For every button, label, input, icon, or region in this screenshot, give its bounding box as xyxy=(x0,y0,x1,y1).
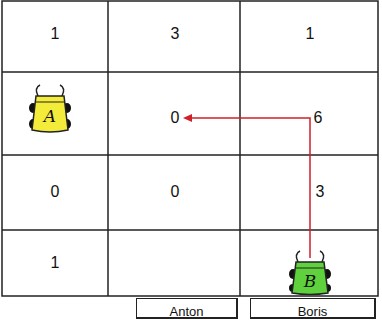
cell-number: 3 xyxy=(171,26,180,42)
grid-line xyxy=(2,229,378,231)
cell-number: 0 xyxy=(171,110,180,126)
cell-number: 0 xyxy=(171,184,180,200)
grid-line xyxy=(2,154,378,156)
robot-body xyxy=(32,96,68,132)
path-arrow xyxy=(183,114,310,258)
name-text: Anton xyxy=(170,304,204,319)
grid-border xyxy=(2,1,378,296)
robot-body xyxy=(292,262,328,295)
cell-number: 3 xyxy=(316,184,325,200)
name-box: Anton xyxy=(136,298,238,319)
name-box: Boris xyxy=(250,298,376,319)
robot-a xyxy=(29,85,71,132)
robot-letter: A xyxy=(44,108,56,125)
antenna xyxy=(36,85,63,96)
grid-line xyxy=(107,1,109,296)
arrow-head xyxy=(183,114,192,122)
grid-line xyxy=(239,1,241,296)
cell-number: 0 xyxy=(51,184,60,200)
cell-number: 1 xyxy=(51,26,60,42)
grid-line xyxy=(2,71,378,73)
cell-number: 1 xyxy=(51,255,60,271)
robot-detail xyxy=(296,268,324,269)
path-line xyxy=(190,118,310,258)
grid-lines xyxy=(2,1,378,296)
cell-number: 6 xyxy=(314,110,323,126)
cell-number: 1 xyxy=(306,26,315,42)
name-text: Boris xyxy=(298,304,328,319)
robot-letter: B xyxy=(304,273,317,290)
robot-detail xyxy=(36,102,64,103)
